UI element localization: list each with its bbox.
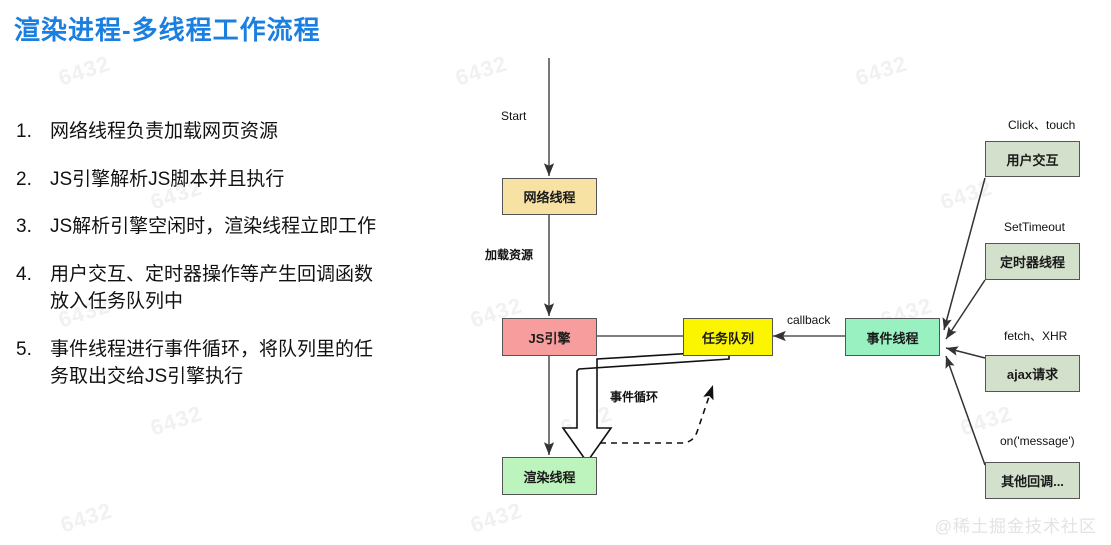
edge-label-on-message: on('message') [1000, 434, 1075, 448]
list-item-number: 4. [16, 263, 32, 285]
list-item: 2. JS引擎解析JS脚本并且执行 [12, 166, 452, 194]
node-task-queue[interactable]: 任务队列 [683, 318, 773, 356]
list-item-number: 3. [16, 216, 32, 238]
left-text-panel: 渲染进程-多线程工作流程 1. 网络线程负责加载网页资源 2. JS引擎解析JS… [0, 0, 455, 545]
edge-label-load-resource: 加载资源 [485, 248, 534, 262]
edge-label-fetch-xhr: fetch、XHR [1004, 329, 1068, 343]
list-item: 5. 事件线程进行事件循环，将队列里的任 务取出交给JS引擎执行 [12, 336, 452, 391]
edge-label-click-touch: Click、touch [1008, 118, 1076, 132]
list-item-text: 用户交互、定时器操作等产生回调函数 放入任务队列中 [50, 263, 374, 313]
ordered-list: 1. 网络线程负责加载网页资源 2. JS引擎解析JS脚本并且执行 3. JS解… [12, 118, 452, 411]
list-item: 4. 用户交互、定时器操作等产生回调函数 放入任务队列中 [12, 261, 452, 316]
page-title: 渲染进程-多线程工作流程 [14, 15, 321, 45]
node-render-thread[interactable]: 渲染线程 [502, 457, 597, 495]
list-item: 3. JS解析引擎空闲时，渲染线程立即工作 [12, 213, 452, 241]
node-other-callback[interactable]: 其他回调... [985, 462, 1080, 499]
edge-label-callback: callback [787, 313, 831, 327]
list-item-text: 网络线程负责加载网页资源 [50, 121, 279, 142]
list-item-text: 事件线程进行事件循环，将队列里的任 务取出交给JS引擎执行 [50, 338, 374, 388]
node-js-engine[interactable]: JS引擎 [502, 318, 597, 356]
node-ajax-request[interactable]: ajax请求 [985, 355, 1080, 392]
list-item-number: 1. [16, 121, 32, 142]
list-item-text: JS引擎解析JS脚本并且执行 [50, 168, 285, 190]
node-event-thread[interactable]: 事件线程 [845, 318, 940, 356]
list-item: 1. 网络线程负责加载网页资源 [12, 118, 452, 146]
list-item-number: 2. [16, 168, 32, 190]
list-item-number: 5. [16, 338, 32, 360]
flowchart: Start 加载资源 callback 事件循环 Click、touch Set… [455, 0, 1111, 545]
edge-label-event-loop: 事件循环 [610, 390, 659, 404]
node-user-interaction[interactable]: 用户交互 [985, 141, 1080, 177]
edge-label-set-timeout: SetTimeout [1004, 220, 1065, 234]
edge-label-start: Start [501, 109, 527, 123]
node-network-thread[interactable]: 网络线程 [502, 178, 597, 215]
node-timer-thread[interactable]: 定时器线程 [985, 243, 1080, 280]
list-item-text: JS解析引擎空闲时，渲染线程立即工作 [50, 216, 377, 238]
